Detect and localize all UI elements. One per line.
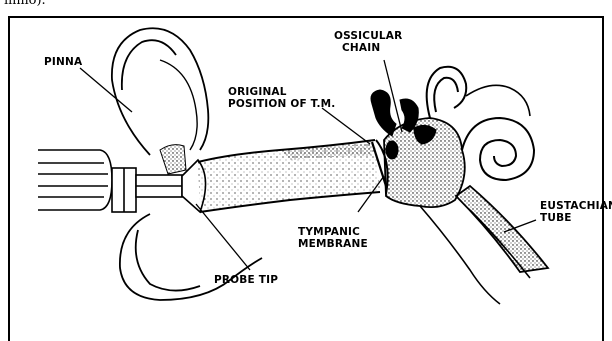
label-ossicular-chain-line2: CHAIN (334, 42, 402, 54)
label-eustachian-tube: EUSTACHIAN TUBE (540, 200, 612, 224)
label-eustachian-tube-line1: EUSTACHIAN (540, 200, 612, 212)
label-pinna: PINNA (44, 56, 82, 68)
label-probe-tip: PROBE TIP (214, 274, 278, 286)
probe-body (38, 150, 182, 212)
label-original-position-line1: ORIGINAL (228, 86, 335, 98)
label-tympanic-membrane: TYMPANIC MEMBRANE (298, 226, 368, 250)
concha-shading (160, 145, 186, 174)
ear-canal (198, 140, 380, 212)
label-tympanic-membrane-line1: TYMPANIC (298, 226, 368, 238)
label-eustachian-tube-line2: TUBE (540, 212, 612, 224)
label-original-position: ORIGINAL POSITION OF T.M. (228, 86, 335, 110)
label-ossicular-chain: OSSICULAR CHAIN (334, 30, 402, 54)
label-ossicular-chain-line1: OSSICULAR (334, 30, 402, 42)
label-original-position-line2: POSITION OF T.M. (228, 98, 335, 110)
label-tympanic-membrane-line2: MEMBRANE (298, 238, 368, 250)
